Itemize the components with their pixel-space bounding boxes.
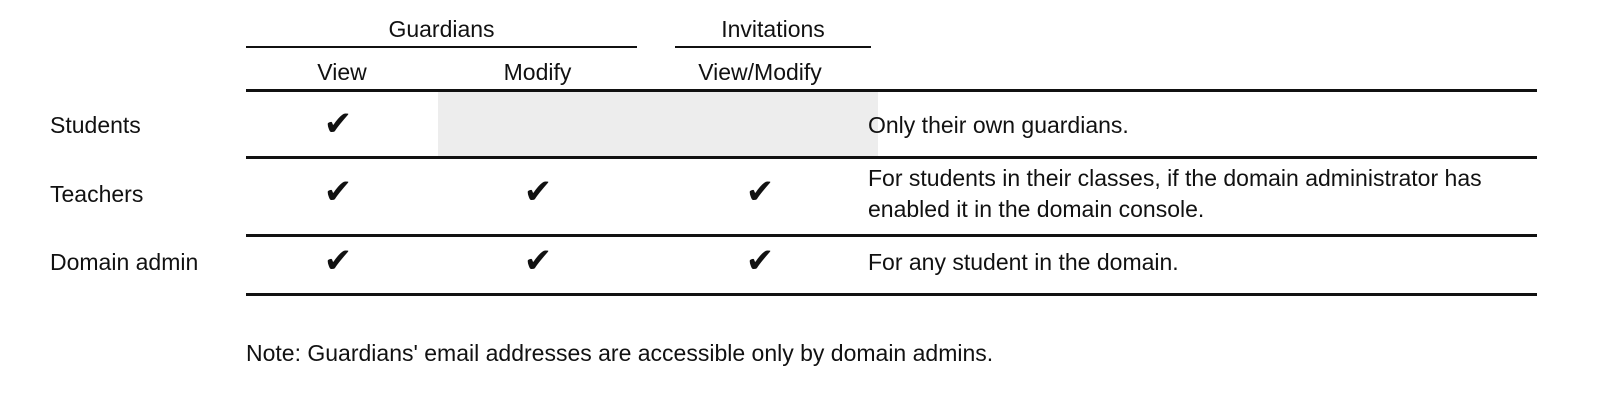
row-note-domain-admin: For any student in the domain. <box>868 249 1179 275</box>
column-group-rule-invitations <box>675 46 871 48</box>
checkmark-icon: ✔ <box>323 172 353 212</box>
row-note-teachers: For students in their classes, if the do… <box>868 165 1482 222</box>
checkmark-icon: ✔ <box>523 241 553 281</box>
column-group-header-guardians: Guardians <box>388 16 495 42</box>
row-label-domain-admin: Domain admin <box>50 249 199 275</box>
table-bottom-rule <box>246 293 1537 296</box>
header-bottom-rule <box>246 89 1537 92</box>
row-separator-1 <box>246 156 1537 159</box>
column-header-view-modify: View/Modify <box>698 59 822 85</box>
checkmark-icon: ✔ <box>745 172 775 212</box>
checkmark-icon: ✔ <box>323 241 353 281</box>
row-label-students: Students <box>50 112 141 138</box>
checkmark-icon: ✔ <box>523 172 553 212</box>
disabled-cell-shading-students <box>438 92 878 156</box>
row-separator-2 <box>246 234 1537 237</box>
checkmark-icon: ✔ <box>745 241 775 281</box>
column-group-header-invitations: Invitations <box>721 16 825 42</box>
table-footnote: Note: Guardians' email addresses are acc… <box>246 340 994 366</box>
row-note-students: Only their own guardians. <box>868 112 1129 138</box>
column-header-view: View <box>317 59 367 85</box>
row-label-teachers: Teachers <box>50 181 144 207</box>
column-group-rule-guardians <box>246 46 637 48</box>
column-header-modify: Modify <box>503 59 572 85</box>
checkmark-icon: ✔ <box>323 104 353 144</box>
